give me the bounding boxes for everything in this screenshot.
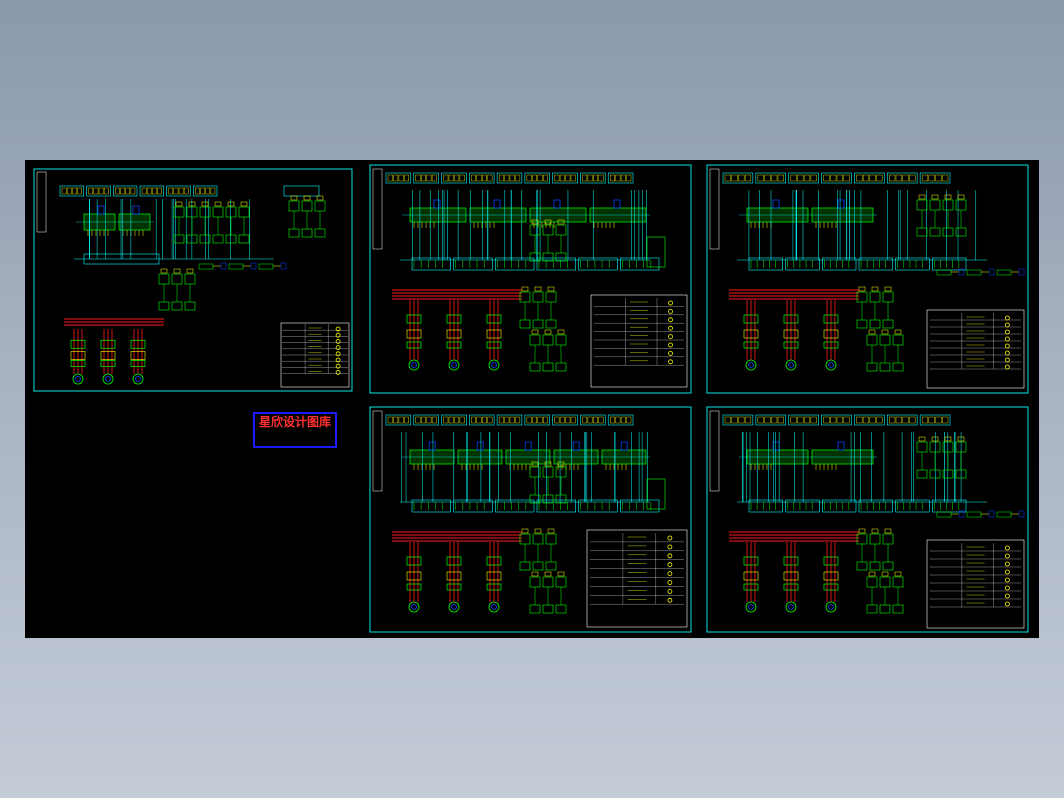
sheet-1-frame: [33, 168, 353, 392]
sheet-2: [369, 164, 692, 394]
sheet-4-frame: [369, 406, 692, 633]
sheet-3: [706, 164, 1029, 394]
sheet-2-title-block: [590, 294, 688, 388]
watermark-title: 星欣设计图库: [258, 415, 331, 429]
schematic-sheets: [33, 164, 1029, 633]
sheet-4: [369, 406, 692, 633]
sheet-5-title-block: [926, 539, 1025, 629]
watermark-stamp: 星欣设计图库: [253, 412, 337, 448]
sheet-3-title-block: [926, 309, 1025, 389]
sheet-5-frame: [706, 406, 1029, 633]
cad-drawing-canvas[interactable]: 星欣设计图库: [25, 160, 1039, 638]
sheet-1: [33, 168, 353, 392]
sheet-4-title-block: [586, 529, 688, 628]
sheet-2-frame: [369, 164, 692, 394]
sheet-3-frame: [706, 164, 1029, 394]
sheet-1-title-block: [280, 322, 350, 388]
sheet-5: [706, 406, 1029, 633]
